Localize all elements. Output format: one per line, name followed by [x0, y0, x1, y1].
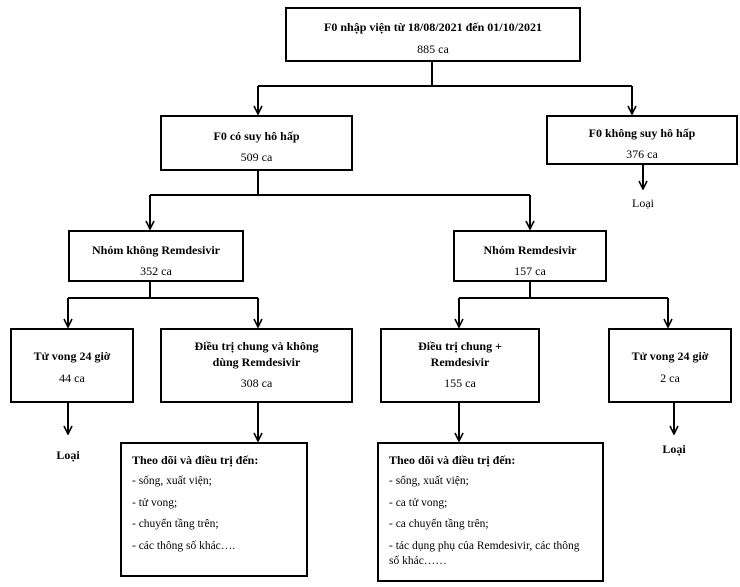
resp-no-title: F0 không suy hô hấp — [588, 126, 696, 140]
follow-left-item: - tử vong; — [132, 496, 178, 509]
resp-no-excluded-label: Loại — [632, 196, 654, 210]
resp-yes-count: 509 ca — [240, 150, 273, 165]
death-right-title: Tử vong 24 giờ — [631, 349, 709, 363]
treat-rem-title-2: Remdesivir — [430, 355, 490, 370]
root-title: F0 nhập viện từ 18/08/2021 đến 01/10/202… — [324, 20, 542, 34]
treat-rem-count: 155 ca — [444, 376, 476, 391]
root-count: 885 ca — [417, 42, 449, 57]
follow-right-item: - sống, xuất viện; — [389, 475, 469, 488]
remdesivir-title: Nhóm Remdesivir — [483, 243, 577, 257]
remdesivir-count: 157 ca — [514, 264, 546, 279]
treat-no-rem-title-2: dùng Remdesivir — [212, 355, 301, 370]
follow-left-item: - chuyển tầng trên; — [132, 518, 219, 531]
treat-no-rem-box: Điều trị chung và không dùng Remdesivir … — [160, 328, 353, 403]
follow-right-item: - ca tử vong; — [389, 496, 448, 509]
death-left-title: Tử vong 24 giờ — [33, 349, 111, 363]
no-remdesivir-title: Nhóm không Remdesivir — [91, 243, 220, 257]
follow-right-box: Theo dõi và điều trị đến: - sống, xuất v… — [377, 442, 604, 582]
follow-left-box: Theo dõi và điều trị đến: - sống, xuất v… — [120, 442, 308, 577]
treat-rem-box: Điều trị chung + Remdesivir 155 ca — [380, 328, 540, 403]
death-right-count: 2 ca — [660, 371, 680, 386]
remdesivir-box: Nhóm Remdesivir 157 ca — [453, 230, 607, 282]
death-left-count: 44 ca — [59, 371, 85, 386]
treat-no-rem-count: 308 ca — [240, 376, 273, 391]
follow-right-title: Theo dõi và điều trị đến: — [389, 453, 516, 467]
follow-left-title: Theo dõi và điều trị đến: — [132, 453, 259, 467]
death-right-box: Tử vong 24 giờ 2 ca — [608, 328, 732, 403]
resp-yes-title: F0 có suy hô hấp — [213, 129, 300, 143]
root-box: F0 nhập viện từ 18/08/2021 đến 01/10/202… — [285, 7, 581, 62]
death-left-box: Tử vong 24 giờ 44 ca — [10, 328, 134, 403]
death-left-excluded-label: Loại — [56, 448, 80, 462]
follow-right-item: - ca chuyển tầng trên; — [389, 518, 489, 531]
follow-left-item: - sống, xuất viện; — [132, 475, 212, 488]
death-right-excluded-label: Loại — [662, 442, 686, 456]
treat-no-rem-title-1: Điều trị chung và không — [194, 339, 319, 353]
resp-no-count: 376 ca — [626, 147, 658, 162]
resp-no-box: F0 không suy hô hấp 376 ca — [546, 115, 738, 165]
resp-yes-box: F0 có suy hô hấp 509 ca — [160, 115, 353, 171]
follow-right-item: - tác dụng phụ của Remdesivir, các thông… — [389, 539, 580, 568]
follow-left-item: - các thông số khác…. — [132, 539, 236, 552]
no-remdesivir-count: 352 ca — [140, 264, 172, 279]
treat-rem-title-1: Điều trị chung + — [418, 339, 502, 353]
no-remdesivir-box: Nhóm không Remdesivir 352 ca — [68, 230, 244, 282]
